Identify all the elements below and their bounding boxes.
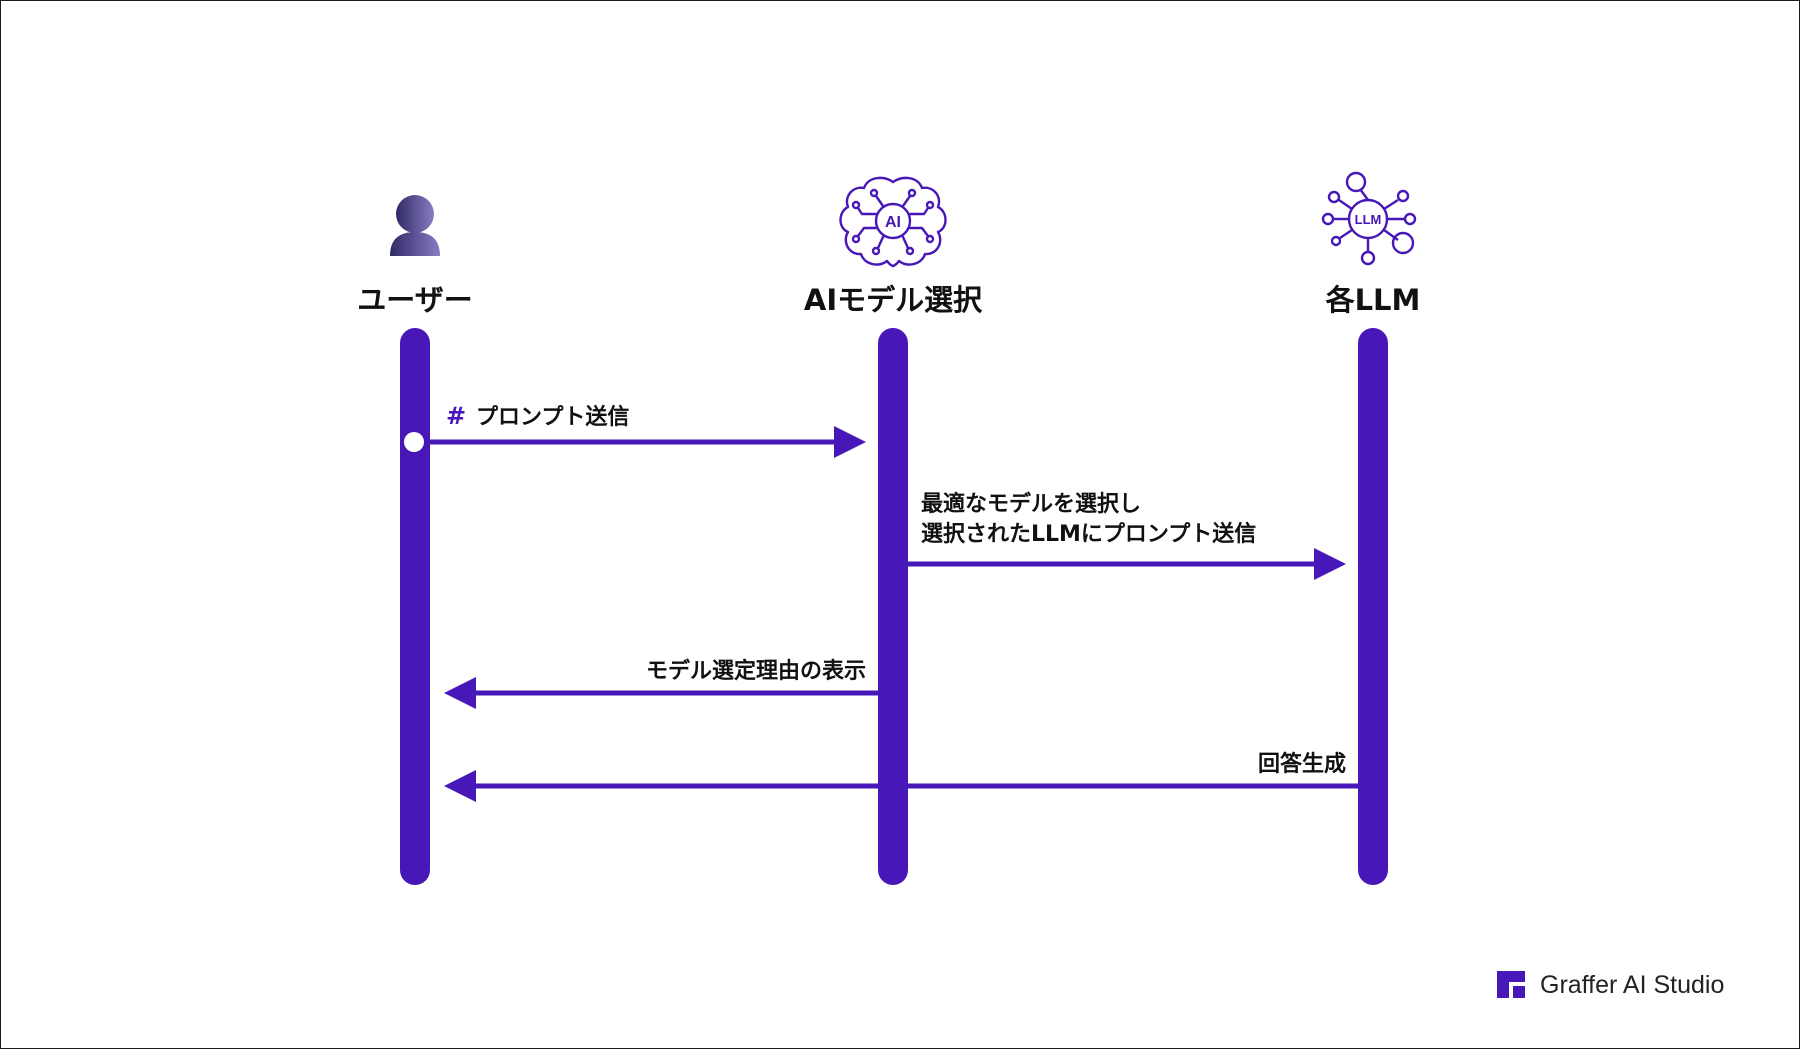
message-label-reason: モデル選定理由の表示 [646, 658, 866, 684]
llm-network-text: LLM [1355, 212, 1382, 227]
message-label-route-line2: 選択されたLLMにプロンプト送信 [921, 521, 1256, 547]
brand-name: Graffer AI Studio [1540, 971, 1724, 999]
message-arrow-reason [444, 677, 893, 709]
message-label-route-line1: 最適なモデルを選択し [921, 491, 1141, 517]
message-arrow-route [893, 548, 1346, 580]
actor-label-llm: 各LLM [1325, 283, 1421, 317]
llm-network-icon [1321, 171, 1417, 266]
actor-label-ai-model: AIモデル選択 [804, 283, 983, 317]
user-icon [390, 195, 440, 256]
message-label-answer: 回答生成 [1258, 751, 1346, 777]
message-arrow-answer [444, 770, 1373, 802]
message-hash-icon: # [446, 402, 466, 430]
message-label-prompt: プロンプト送信 [476, 404, 629, 430]
message-arrow-prompt [404, 426, 866, 458]
graffer-logo-icon [1497, 971, 1525, 998]
brain-ai-icon [839, 176, 947, 268]
brain-ai-text: AI [885, 214, 901, 231]
actor-label-user: ユーザー [357, 283, 472, 317]
